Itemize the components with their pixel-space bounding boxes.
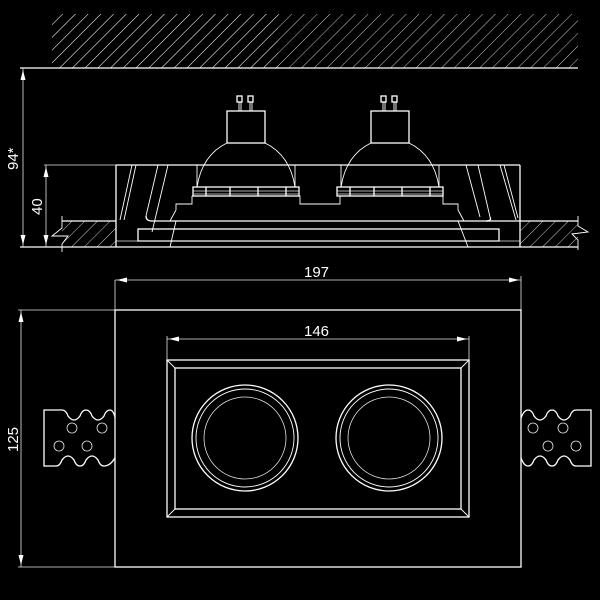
ceiling-hatch-left [52, 14, 278, 68]
luminaire-body-section [115, 164, 521, 248]
plasterboard-right [520, 221, 578, 247]
dim-label-body-height: 40 [29, 198, 46, 215]
inner-bezel [166, 359, 470, 518]
dim-label-outer-width: 197 [304, 264, 329, 281]
outer-frame [114, 309, 522, 568]
dimension-outer-width: 197 [114, 264, 522, 310]
gu10-lamp-2 [336, 95, 444, 197]
dimension-outer-height: 125 [5, 309, 115, 568]
dimension-total-height: 94* [5, 68, 26, 247]
lamp-opening-1 [191, 384, 299, 492]
break-symbol-right [571, 216, 590, 250]
break-symbol-left [50, 216, 69, 252]
dim-label-outer-height: 125 [5, 427, 22, 452]
mounting-tab-right [520, 409, 592, 467]
dim-label-inner-width: 146 [304, 323, 329, 340]
lamp-opening-2 [335, 384, 443, 492]
top-view: 197 146 125 [5, 264, 592, 568]
dimension-body-height: 40 [29, 164, 116, 247]
plasterboard-left [62, 221, 116, 247]
ceiling-hatch-right [278, 14, 578, 68]
mounting-tab-left [43, 409, 116, 467]
side-view: 94* 40 [0, 0, 600, 252]
dim-label-total-height: 94* [5, 147, 22, 170]
dimension-inner-width: 146 [166, 323, 470, 360]
gu10-lamp-1 [192, 95, 300, 197]
